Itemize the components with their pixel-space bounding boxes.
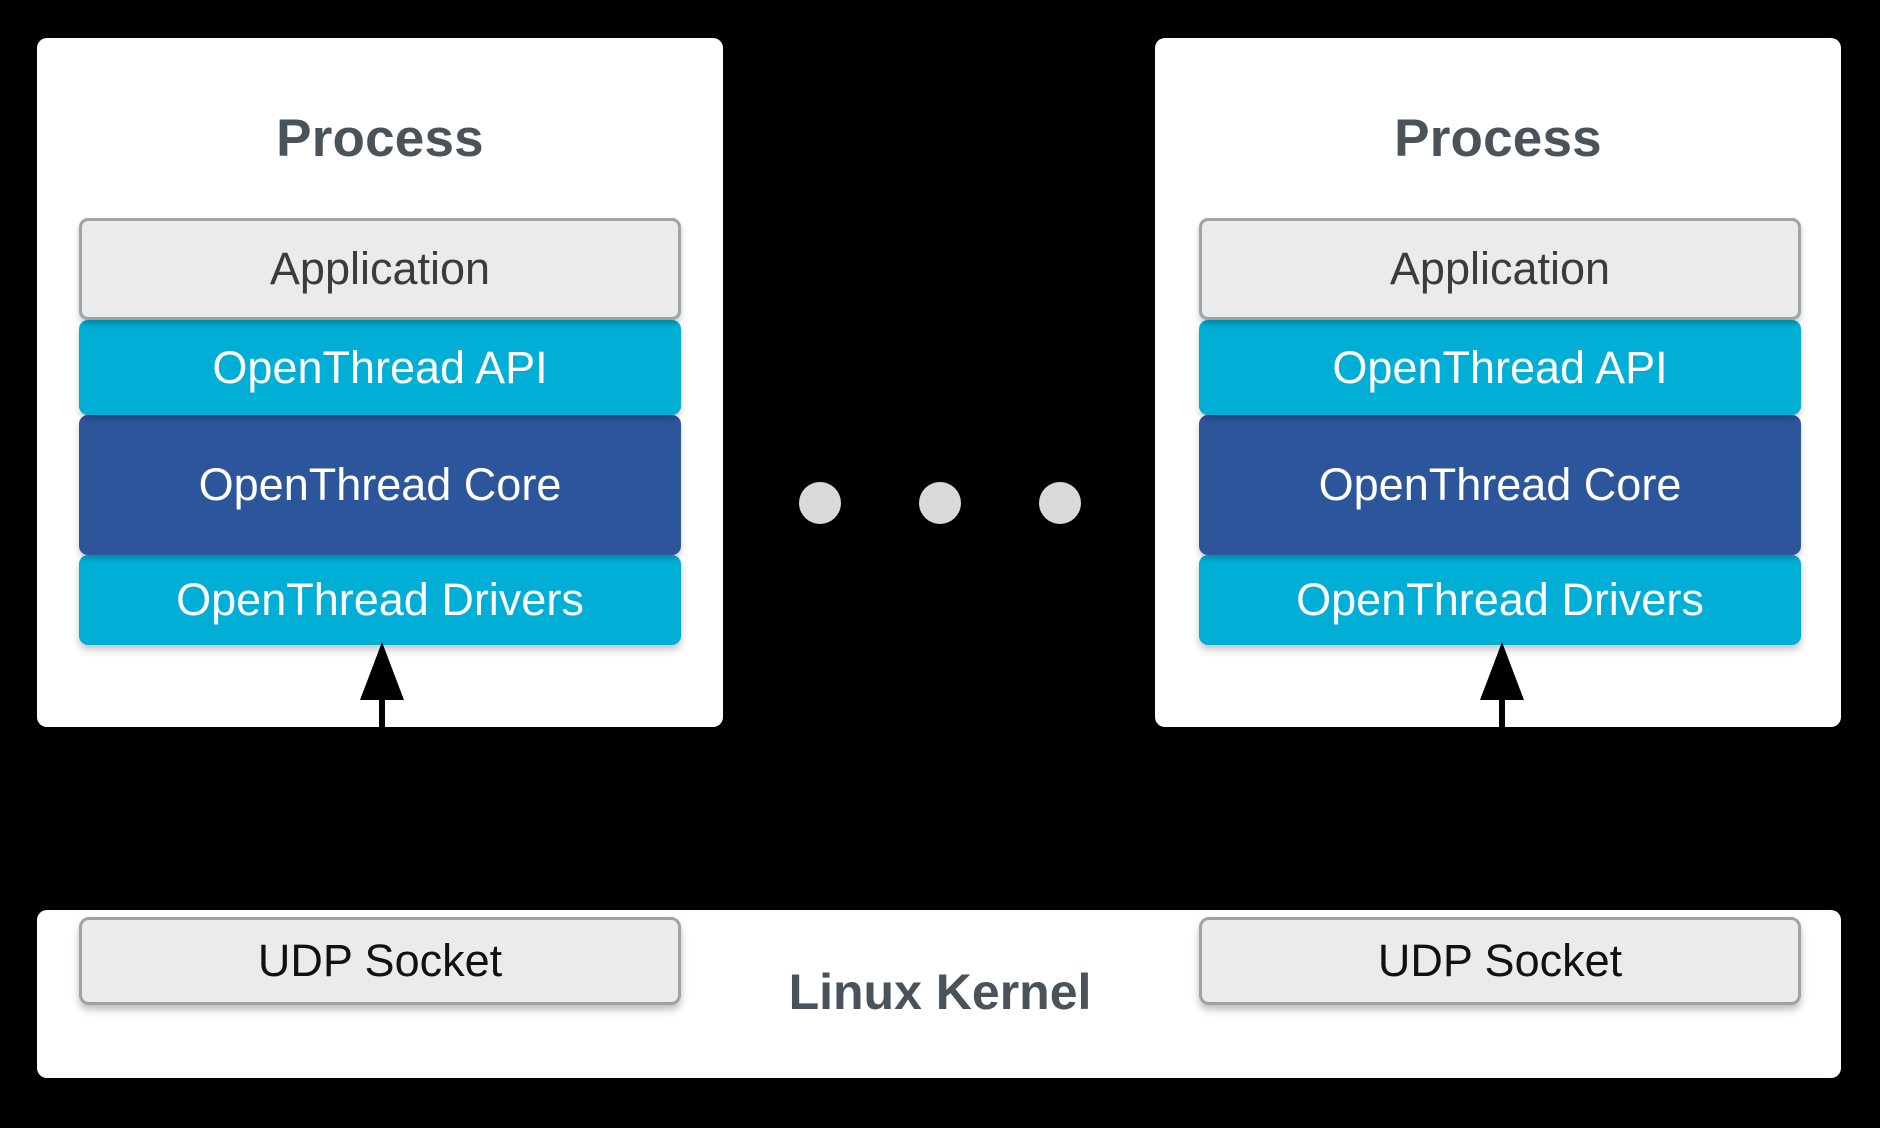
ellipsis-dot-2 <box>919 482 961 524</box>
layer-openthread-api-right: OpenThread API <box>1199 320 1801 415</box>
layer-openthread-drivers-right: OpenThread Drivers <box>1199 555 1801 645</box>
udp-socket-right: UDP Socket <box>1199 917 1801 1005</box>
kernel-label: Linux Kernel <box>788 964 1092 1020</box>
layer-openthread-core-right: OpenThread Core <box>1199 415 1801 555</box>
layer-openthread-drivers-left: OpenThread Drivers <box>79 555 681 645</box>
layer-application-left: Application <box>79 218 681 320</box>
connector-arrow-right <box>1480 642 1524 802</box>
layer-application-right: Application <box>1199 218 1801 320</box>
ellipsis-dot-1 <box>799 482 841 524</box>
udp-socket-left: UDP Socket <box>79 917 681 1005</box>
process-title-right: Process <box>1394 109 1602 168</box>
ellipsis-dot-3 <box>1039 482 1081 524</box>
layer-openthread-api-left: OpenThread API <box>79 320 681 415</box>
process-title-left: Process <box>276 109 484 168</box>
connector-arrow-left <box>360 642 404 802</box>
layer-openthread-core-left: OpenThread Core <box>79 415 681 555</box>
